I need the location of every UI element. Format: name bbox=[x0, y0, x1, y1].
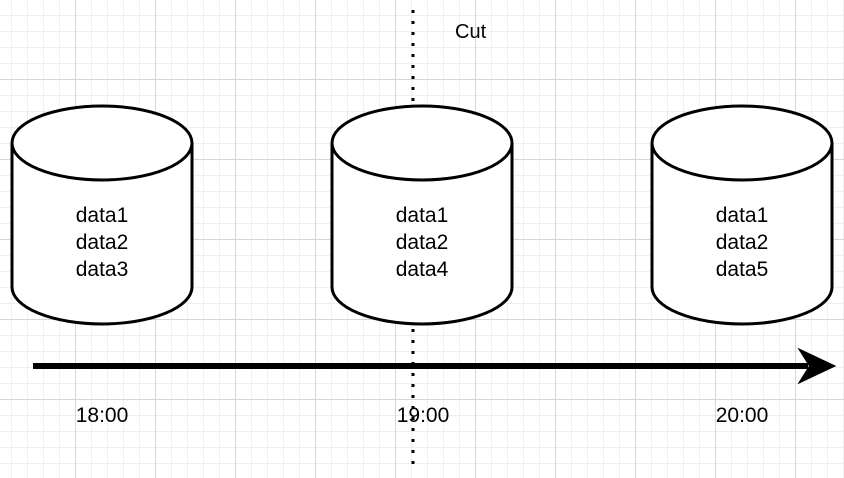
database-cylinder-1: data1 data2 data3 bbox=[10, 104, 194, 326]
database-1-line-3: data3 bbox=[76, 258, 129, 281]
database-2-line-2: data2 bbox=[396, 231, 449, 254]
database-cylinder-3: data1 data2 data5 bbox=[650, 104, 834, 326]
database-2-line-3: data4 bbox=[396, 258, 449, 281]
database-3-line-2: data2 bbox=[716, 231, 769, 254]
cut-label: Cut bbox=[455, 21, 487, 43]
database-2-line-1: data1 bbox=[396, 204, 449, 227]
database-cylinder-2: data1 data2 data4 bbox=[330, 104, 514, 326]
time-label-1: 18:00 bbox=[76, 404, 129, 427]
database-3-line-3: data5 bbox=[716, 258, 769, 281]
database-3-line-1: data1 bbox=[716, 204, 769, 227]
time-label-3: 20:00 bbox=[716, 404, 769, 427]
timeline-arrow-head-icon bbox=[797, 347, 837, 385]
database-1-line-2: data2 bbox=[76, 231, 129, 254]
database-1-line-1: data1 bbox=[76, 204, 129, 227]
time-label-2: 19:00 bbox=[397, 404, 450, 427]
